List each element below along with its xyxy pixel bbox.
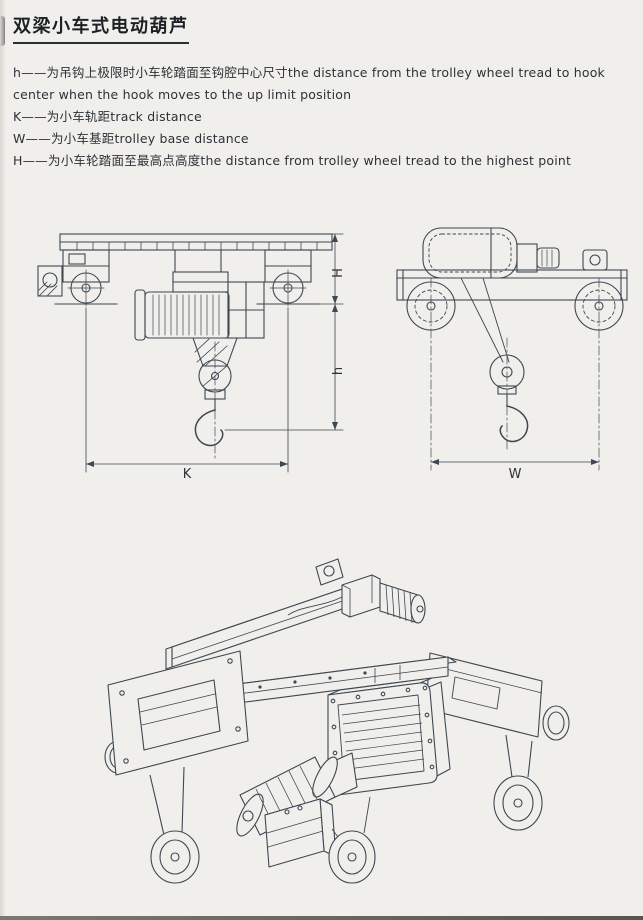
rope-drum-housing bbox=[227, 281, 265, 339]
gearbox bbox=[172, 249, 229, 293]
scan-edge-bottom bbox=[0, 916, 643, 920]
hoist-ropes bbox=[460, 277, 510, 363]
dimension-legend: h——为吊钩上极限时小车轮踏面至钩腔中心尺寸the distance from … bbox=[13, 62, 635, 172]
dimension-lines bbox=[85, 233, 344, 473]
trolley-wheel bbox=[406, 281, 456, 331]
hook-icon bbox=[499, 405, 529, 443]
drum-housing bbox=[327, 665, 451, 796]
side-view-drawing: W bbox=[396, 227, 628, 482]
dim-label-H: H bbox=[331, 268, 346, 278]
girder-beam bbox=[396, 269, 628, 301]
left-buffer bbox=[37, 265, 63, 297]
front-view-drawing: H h K bbox=[37, 233, 346, 482]
description-line: K——为小车轨距track distance bbox=[13, 109, 202, 124]
right-end-carriage bbox=[425, 652, 570, 831]
travel-drive bbox=[516, 243, 608, 273]
isometric-drawing bbox=[104, 558, 570, 884]
hook-block bbox=[489, 354, 529, 443]
lifting-lug bbox=[315, 558, 344, 586]
scan-edge-left bbox=[0, 0, 6, 920]
dim-label-W: W bbox=[509, 467, 522, 482]
travel-motor bbox=[341, 574, 426, 624]
power-cable bbox=[287, 596, 343, 616]
trolley-wheel bbox=[574, 281, 624, 331]
left-end-carriage bbox=[104, 650, 249, 884]
description-line: h——为吊钩上极限时小车轮踏面至钩腔中心尺寸the distance from … bbox=[13, 65, 605, 80]
dimension-arrows bbox=[86, 234, 338, 467]
hook-icon bbox=[194, 409, 224, 447]
description-line: H——为小车轮踏面至最高点高度the distance from trolley… bbox=[13, 153, 572, 168]
description-line: center when the hook moves to the up lim… bbox=[13, 87, 352, 102]
dim-label-h: h bbox=[331, 367, 346, 375]
left-end-carriage bbox=[54, 249, 118, 307]
page-title: 双梁小车式电动葫芦 bbox=[13, 12, 189, 44]
hoist-motor-3d bbox=[236, 752, 358, 837]
right-end-carriage bbox=[256, 249, 320, 307]
bottom-wheel bbox=[328, 796, 376, 884]
description-line: W——为小车基距trolley base distance bbox=[13, 131, 249, 146]
hoist-motor bbox=[134, 289, 230, 341]
front-cross-beam bbox=[229, 656, 457, 705]
dim-label-K: K bbox=[183, 467, 192, 482]
trolley-top-frame bbox=[59, 233, 333, 251]
control-box bbox=[264, 798, 337, 868]
dimension-arrows bbox=[431, 459, 599, 465]
